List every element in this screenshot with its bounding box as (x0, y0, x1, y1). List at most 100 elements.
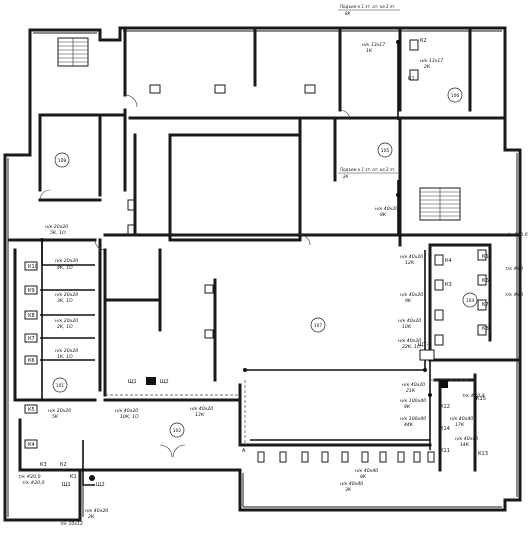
pipe-label: н/к 13х17 (420, 58, 443, 64)
equipment-label: Щ2 (96, 482, 105, 488)
pipe-label: н/к 13х17 (362, 42, 385, 48)
equipment-label: К7 (482, 302, 489, 308)
pipe-label: н/к 40х20 (400, 254, 423, 260)
pipe-label: н/к 100х40 (400, 398, 426, 404)
pipe-label: н/к 20х20 (55, 348, 78, 354)
equipment-label: К5 (28, 407, 35, 413)
equipment-label: К13 (478, 451, 488, 457)
pipe-label: 8К (380, 212, 387, 218)
pipe-label: н/к 40х40 (450, 416, 473, 422)
riser-notes: Подъем к 1 эт. от. на 2 эт. 8К Подъем к … (338, 4, 400, 179)
room-108: 108 (58, 158, 67, 164)
equipment-label: К7 (28, 336, 35, 342)
room-106: 106 (451, 93, 460, 99)
pipe-label: н/к 20х20 (55, 318, 78, 324)
pipe-label: 10К, 1О (120, 414, 139, 420)
pipe-label: н/к 20х20 (55, 292, 78, 298)
pipe-label: 8К (360, 474, 367, 480)
pipe-label: н/к 20х20 (48, 408, 71, 414)
pipe-label: н/к 40х20 (400, 292, 423, 298)
equipment-labels: К2 К1 К4 К5 К3 К6 К7 К8 К10 К9 К8 К7 К6 … (28, 38, 489, 488)
pipe-label: т/к #20,9 (462, 393, 485, 399)
equipment-label: К12 (440, 404, 450, 410)
equipment-label: К15 (476, 396, 486, 402)
pipe-label: 10К (402, 324, 412, 330)
pipe-label: 3К, 1О (57, 298, 73, 304)
pipe-label: н/к 100х40 (400, 416, 426, 422)
pipe-label: т/к 10х12 (60, 521, 83, 527)
room-101: 101 (56, 383, 65, 389)
equipment-label: К1 (70, 474, 77, 480)
pipe-label: н/к 40х40 (340, 481, 363, 487)
pipe-label: 4К, 1О (57, 265, 73, 271)
pipe-label: т/к #20,0 (22, 480, 45, 486)
columns (127, 84, 316, 339)
room-107: 107 (314, 323, 323, 329)
pipe-label: 2К, 1О (57, 324, 73, 330)
equipment-label: К2 (420, 38, 427, 44)
interior-walls (8, 28, 522, 472)
pipe-label: н/к 40х20 (402, 382, 425, 388)
room-102: 102 (173, 428, 182, 434)
doors (39, 94, 351, 458)
heater-row-bottom (257, 451, 435, 463)
pipe-label: 9К (405, 298, 412, 304)
top-riser-note-sub: 8К (345, 11, 351, 16)
equipment-label: К1 (408, 76, 415, 82)
equipment-label: Щ1 (128, 379, 137, 385)
pipe-label: 17К (455, 422, 465, 428)
pipe-label: н/к 40х20 (190, 406, 213, 412)
pipe-label: 5К, 1О (50, 230, 66, 236)
pipe-label: н/к 40х20 (85, 508, 108, 514)
pipe-label: т/к #20,0 (505, 232, 528, 238)
equipment-label: К14 (440, 426, 450, 432)
equipment-label: А (242, 448, 246, 454)
equipment-label: К9 (28, 288, 35, 294)
equipment-label: К3 (40, 462, 47, 468)
pipe-labels: н/к 20х20 5К, 1О н/к 20х20 4К, 1О н/к 20… (18, 42, 528, 527)
mid-riser-note: Подъем к 1 эт. от. на 2 эт. (340, 167, 396, 172)
equipment-label: К3 (445, 282, 452, 288)
equipment-label: К8 (28, 313, 35, 319)
pipe-label: 3К (345, 487, 352, 493)
pipe-label: т/к #40 (505, 266, 523, 272)
equipment-label: К4 (445, 258, 452, 264)
pipe-label: 22К, 1О (402, 344, 421, 350)
equipment-label: К2 (60, 462, 67, 468)
pipe-label: 13К (195, 412, 205, 418)
panel-shch1 (146, 377, 156, 385)
equipment-label: К5 (482, 254, 489, 260)
pipe-label: н/к 40х20 (398, 338, 421, 344)
outer-walls (3, 26, 522, 522)
pipe-network (40, 40, 470, 486)
equipment-label: К8 (482, 326, 489, 332)
pipe-label: т/к #40 (505, 292, 523, 298)
room-markers: 105 106 107 104 101 102 108 (52, 87, 478, 438)
pipe-label: 14К (460, 442, 470, 448)
pipe-label: н/к 20х20 (55, 258, 78, 264)
top-riser-note: Подъем к 1 эт. от. на 2 эт. (340, 4, 396, 9)
stairs-right (419, 187, 461, 221)
pipe-label: 2К (88, 514, 95, 520)
room-104: 104 (466, 298, 475, 304)
pipe-label: 44К (404, 422, 414, 428)
equipment-label: К4 (28, 442, 35, 448)
pipe-label: н/к 40х20 (398, 318, 421, 324)
equipment-label: К11 (440, 448, 450, 454)
pipe-label: н/к 40х40 (455, 436, 478, 442)
equipment-label: К6 (28, 358, 35, 364)
pipe-label: 5К (52, 414, 59, 420)
panel-shcht1 (419, 349, 448, 388)
pipe-label: н/к 40х40 (355, 468, 378, 474)
equipment-label: Щ2 (160, 379, 169, 385)
pipe-label: 12К (405, 260, 415, 266)
heater-column-right (409, 39, 487, 346)
pipe-label: 1К, 1О (57, 354, 73, 360)
heater-column-left (24, 261, 38, 449)
pipe-label: 21К (406, 388, 416, 394)
equipment-label: ЩТ-1 (418, 342, 432, 348)
junction-dots (40, 40, 432, 481)
pipe-label: т/к #20,0 (18, 474, 41, 480)
pipe-label: 1К (366, 48, 373, 54)
